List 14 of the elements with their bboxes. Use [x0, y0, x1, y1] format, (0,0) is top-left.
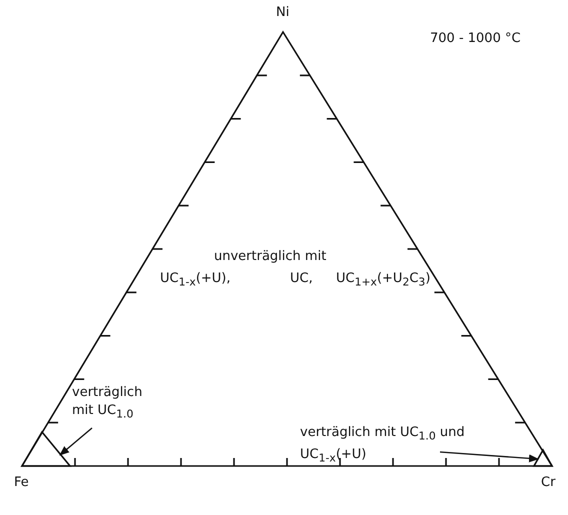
annotation-text: verträglich mit UC$_{1.0}$ [72, 384, 162, 424]
corner-region-triangle [532, 448, 554, 467]
compound-label: UC$_{1-x}$(+U), [160, 270, 230, 291]
corner-region-triangle [20, 430, 72, 467]
temperature-label: 700 - 1000 °C [430, 30, 521, 48]
vertex-label: Ni [276, 4, 290, 22]
vertex-label: Fe [14, 474, 29, 492]
vertex-label: Cr [541, 474, 556, 492]
annotation-text: verträglich mit UC$_{1.0}$ und UC$_{1-x}$(+U) [300, 424, 470, 468]
compound-label: UC, [290, 270, 313, 288]
region-label: unverträglich mit [214, 248, 326, 266]
leader-arrow [59, 428, 92, 456]
compound-label: UC$_{1+x}$(+U$_{2}$C$_{3}$) [336, 270, 430, 291]
leader-arrow [440, 451, 539, 462]
